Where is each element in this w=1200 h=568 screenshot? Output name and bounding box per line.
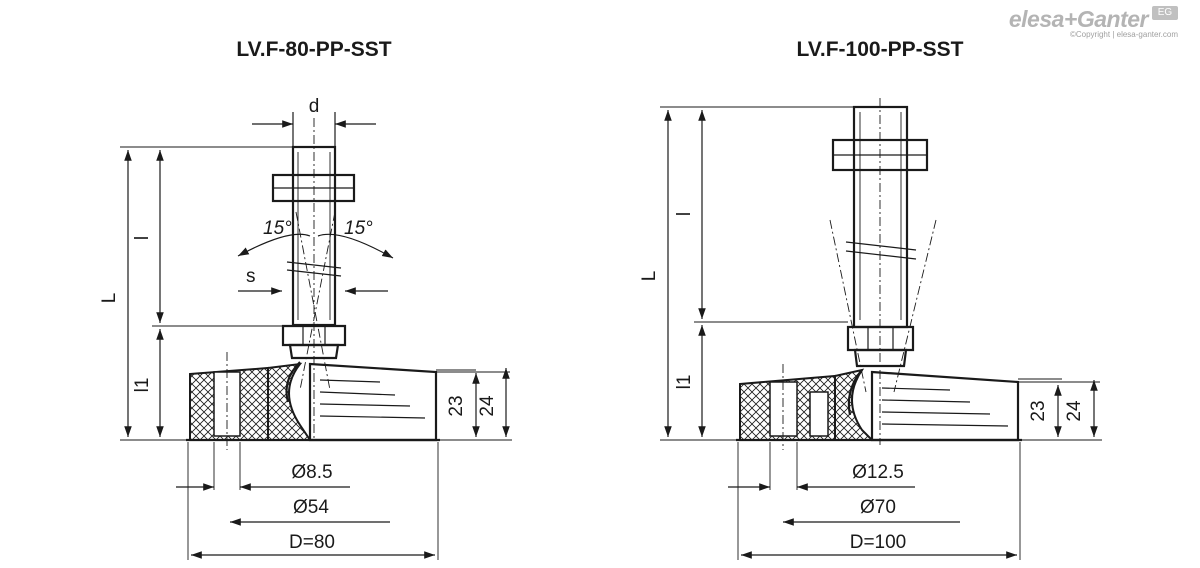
left-drawing: LV.F-80-PP-SST <box>99 38 512 560</box>
right-base <box>736 364 1022 450</box>
right-drawing: LV.F-100-PP-SST <box>639 38 1102 560</box>
left-dim-base: D=80 <box>289 532 335 553</box>
left-base <box>186 352 440 450</box>
left-angle-left: 15° <box>263 218 292 239</box>
left-angle-right: 15° <box>344 218 373 239</box>
left-dim-hole: Ø8.5 <box>291 462 332 483</box>
right-dim-bolt-circle: Ø70 <box>860 497 896 518</box>
right-label-l: l <box>674 212 695 216</box>
left-stem <box>271 118 356 440</box>
left-label-l1: l1 <box>132 378 153 393</box>
logo-wordmark: elesa+Ganter <box>1008 6 1149 32</box>
left-label-l: l <box>132 236 153 240</box>
left-label-23: 23 <box>446 395 467 416</box>
right-title: LV.F-100-PP-SST <box>797 38 964 61</box>
right-fixing-hole <box>769 381 798 437</box>
left-label-L: L <box>99 293 120 304</box>
right-label-24: 24 <box>1064 400 1085 422</box>
right-label-L: L <box>639 271 660 282</box>
logo-copyright: ©Copyright | elesa-ganter.com <box>1069 30 1178 39</box>
left-label-24: 24 <box>477 395 498 417</box>
left-swivel-lines: 15° 15° <box>237 211 394 391</box>
left-dim-bolt-circle: Ø54 <box>293 497 329 518</box>
left-title: LV.F-80-PP-SST <box>236 38 391 61</box>
right-label-23: 23 <box>1028 400 1049 421</box>
right-stem <box>829 98 937 445</box>
logo-badge: EG <box>1152 6 1178 20</box>
left-label-d: d <box>309 96 320 117</box>
right-dim-base: D=100 <box>850 532 907 553</box>
right-dim-hole: Ø12.5 <box>852 462 904 483</box>
left-label-s: s <box>246 266 256 287</box>
right-label-l1: l1 <box>674 375 695 390</box>
